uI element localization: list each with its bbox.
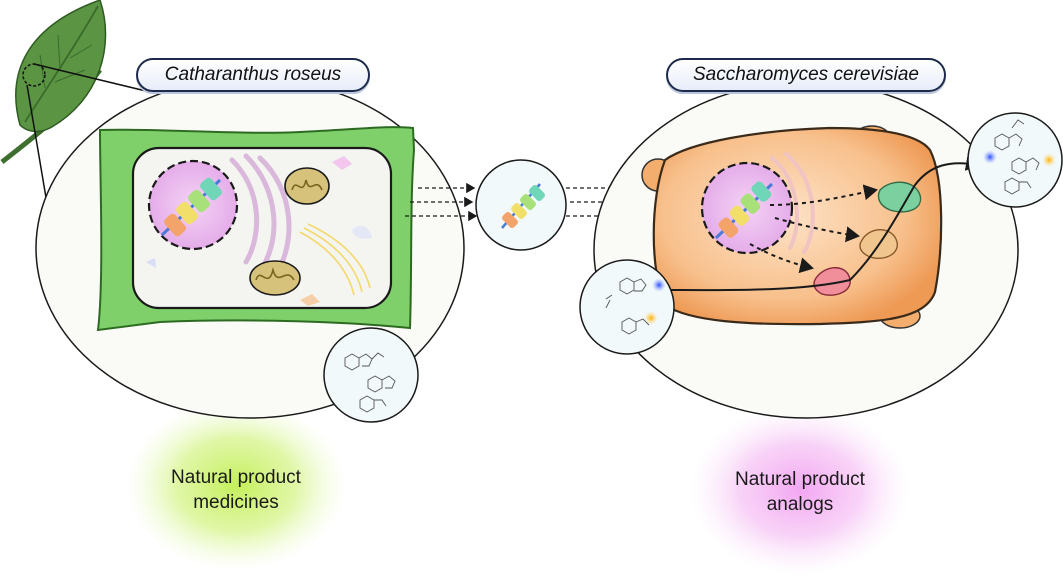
analogs-caption-line2: analogs [766,494,834,515]
yeast-dna-icon [714,181,774,240]
medicines-glow [126,400,346,570]
golgi-icon [229,153,292,273]
yeast-golgi-icon [770,152,815,254]
yeast-enzyme-green [877,181,922,213]
vesicle-icon [332,156,352,170]
plant-species-label: Catharanthus roseus [136,58,370,92]
zoom-line [33,63,151,93]
cytoskeleton-icon [299,223,371,296]
yeast-species-label: Saccharomyces cerevisiae [666,58,946,92]
medicines-caption-line1: Natural product [171,467,301,488]
medicines-caption-line2: medicines [193,492,279,513]
leaf-zoom-circle [22,63,46,87]
mitochondrion-icon [249,260,301,296]
plant-molecule-bubble [323,327,419,423]
mitochondrion-icon [284,167,330,205]
leaf-icon [0,0,107,164]
dna-transfer-bubble [475,159,567,251]
vesicle-icon [146,258,156,268]
analogs-caption: Natural product analogs [700,467,900,517]
analogs-caption-line1: Natural product [735,469,865,490]
vesicle-icon [352,225,372,239]
precursor-molecule-bubble [579,259,675,355]
analogs-glow [690,405,910,575]
vesicle-icon [300,294,320,306]
analog-molecule-bubble [967,112,1063,208]
medicines-caption: Natural product medicines [136,465,336,515]
expression-arrows [749,184,878,274]
conversion-path [659,155,980,292]
plant-dna-icon [160,177,222,237]
